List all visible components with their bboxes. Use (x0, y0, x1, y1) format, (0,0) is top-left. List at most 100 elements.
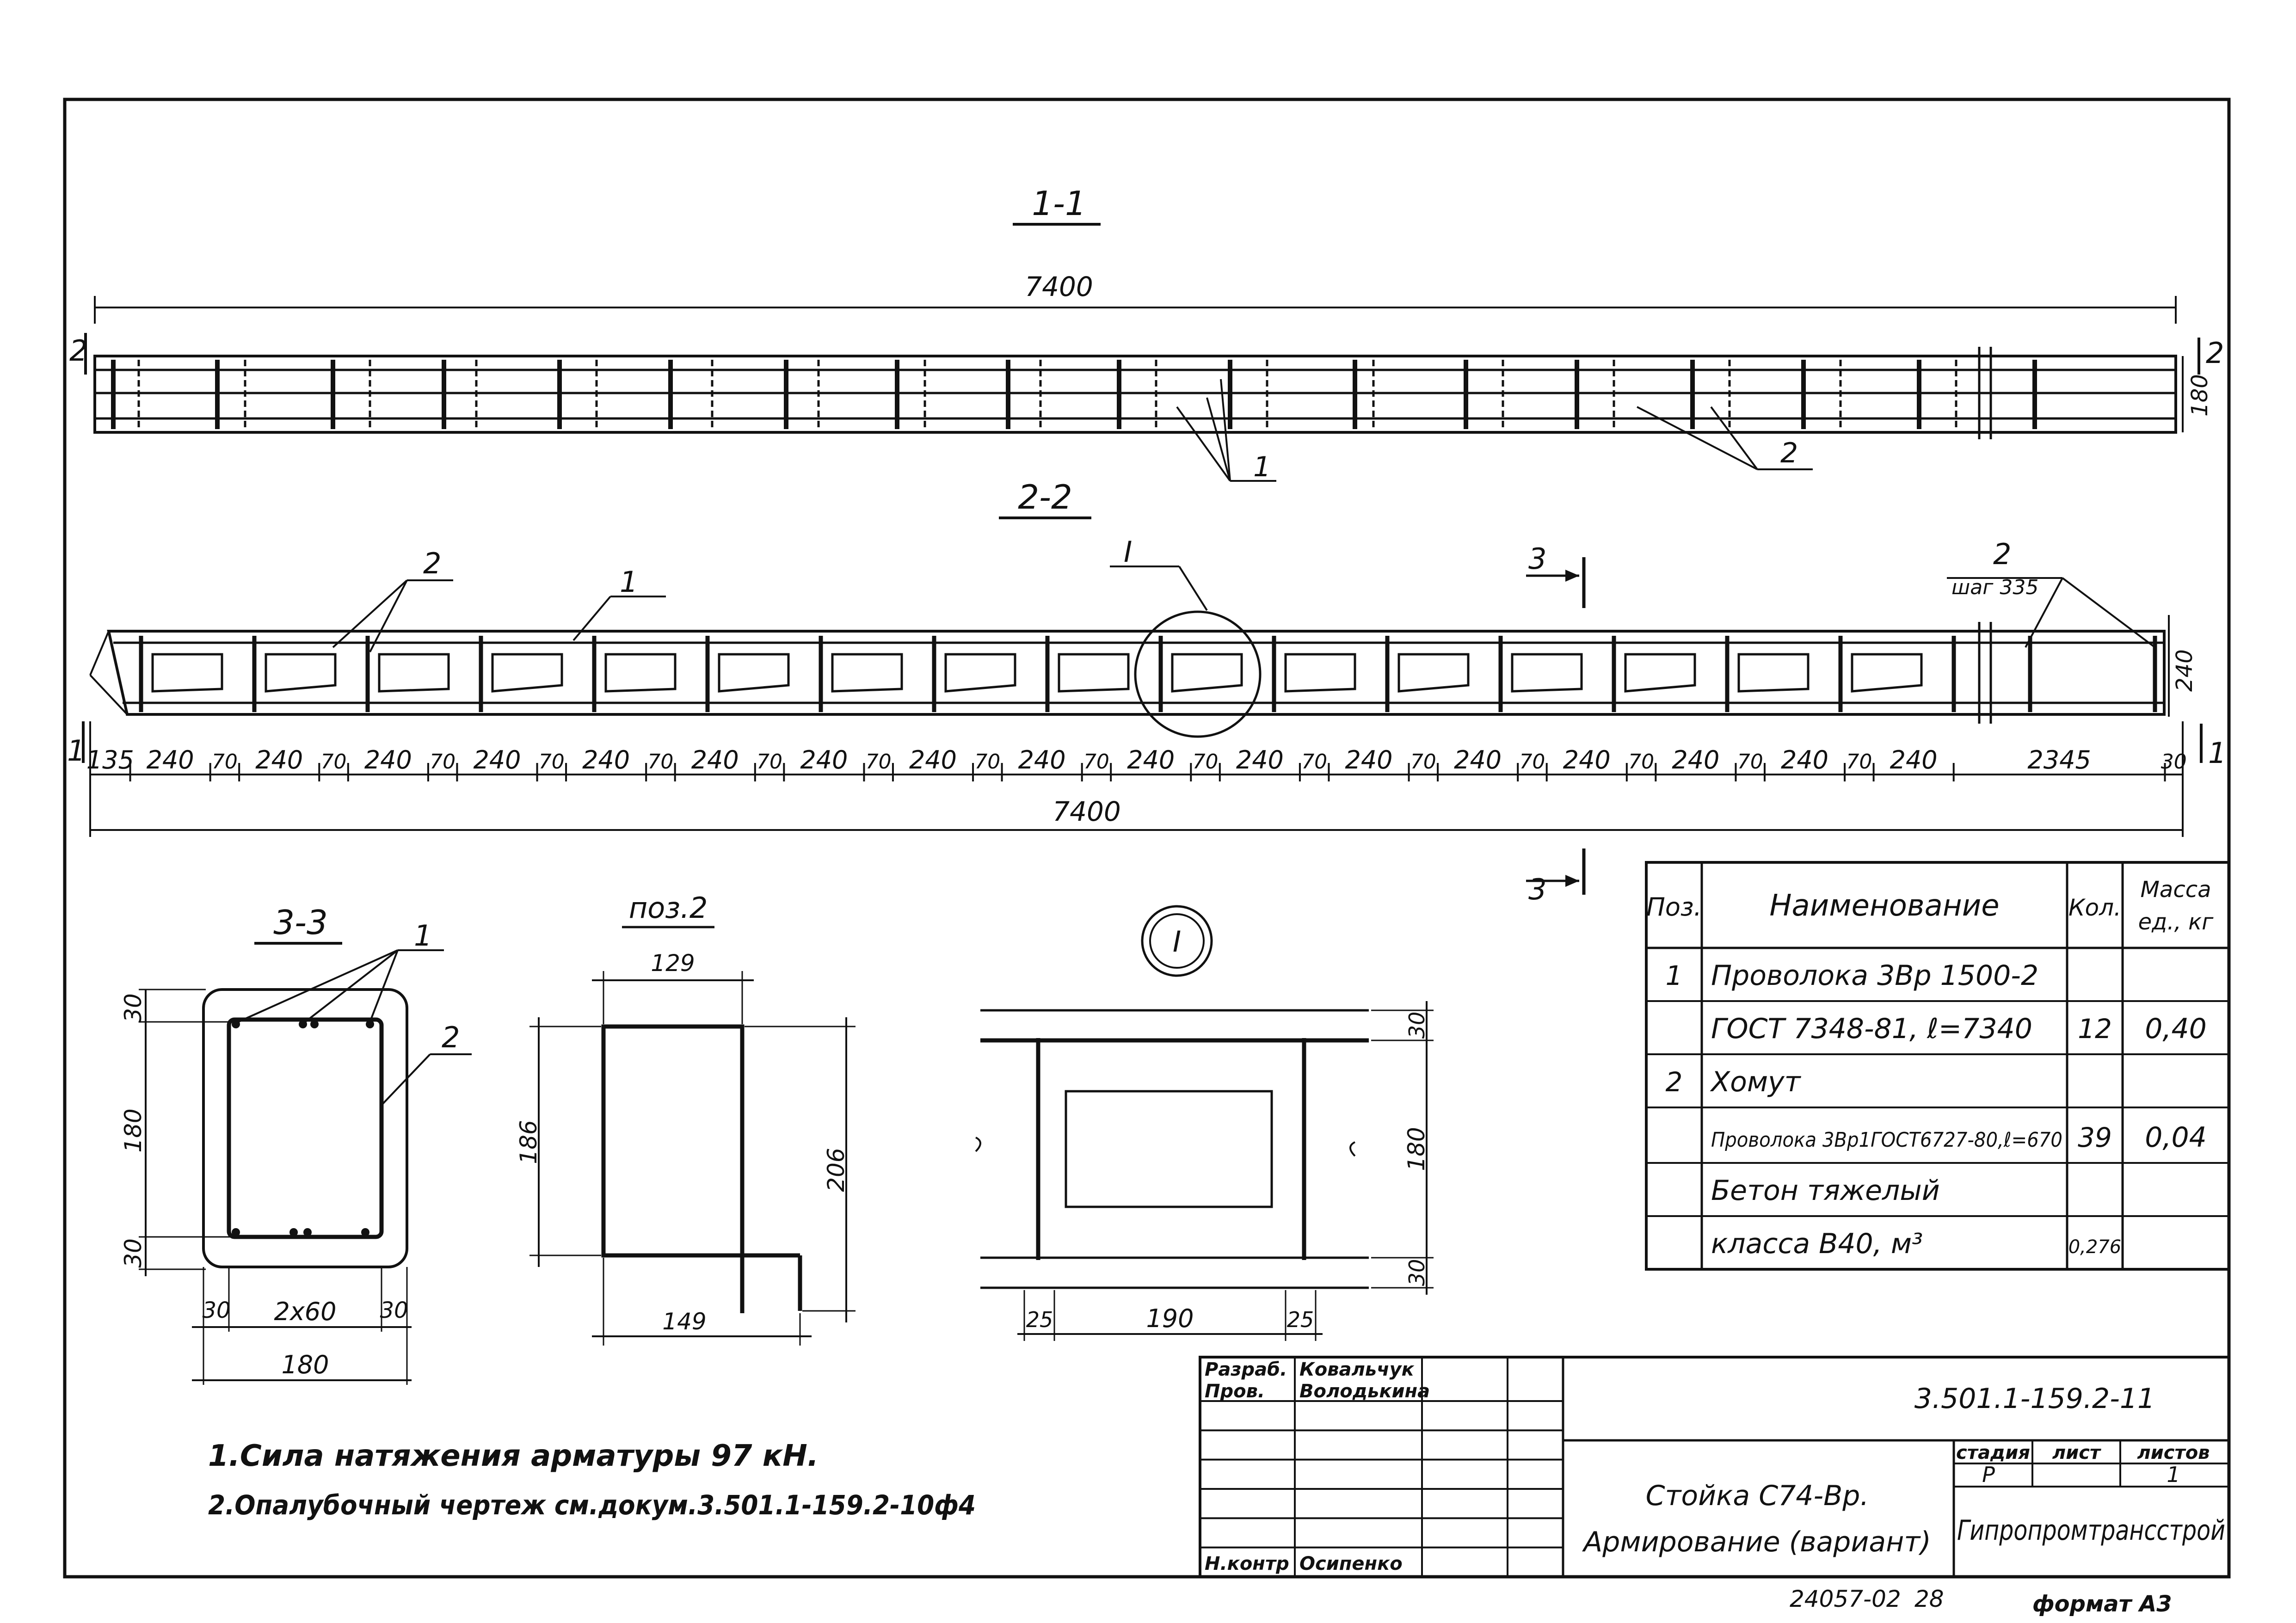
section-2-2-pos2-right: 2 (1993, 537, 2011, 571)
node-dim-30b: 30 (1404, 1259, 1429, 1286)
node-dim-b25b: 25 (1287, 1307, 1314, 1332)
section-2-2-right-mark: 1 (2208, 736, 2226, 770)
section-2-2-node-label: I (1124, 535, 1132, 569)
dim-value: 240 (1454, 745, 1502, 775)
footer-format: формат А3 (2032, 1591, 2172, 1617)
dim-value: 240 (1781, 745, 1828, 775)
pos2-title: поз.2 (629, 891, 708, 925)
spec-cell-name: Проволока 3Вр 1500-2 (1711, 959, 2038, 992)
section-2-2-cut3-bottom: 3 (1528, 873, 1546, 906)
section-1-1-pos2: 2 (1780, 437, 1798, 469)
dim-value: 240 (1563, 745, 1611, 775)
tb-title-2: Армирование (вариант) (1582, 1526, 1931, 1558)
section-2-2-pos2: 2 (423, 547, 441, 580)
dim-value: 70 (1846, 750, 1872, 774)
footer-page: 28 (1914, 1586, 1944, 1612)
dim-value: 240 (691, 745, 739, 775)
section-1-1-right-mark: 2 (2206, 336, 2224, 370)
dim-value: 240 (1890, 745, 1938, 775)
dim-value: 240 (255, 745, 303, 775)
spec-cell-mass: 0,40 (2145, 1013, 2207, 1045)
spec-cell-name: Проволока 3Вр1ГОСТ6727-80,ℓ=670 (1711, 1128, 2062, 1152)
window-opening (831, 653, 903, 693)
dim-value: 70 (974, 750, 1000, 774)
spec-cell-qty: 0,276 (2068, 1236, 2122, 1258)
section-1-1-pos1: 1 (1253, 451, 1271, 483)
dim-value: 240 (582, 745, 630, 775)
section-2-2-pos2-right-sub: шаг 335 (1951, 576, 2038, 599)
dim-value: 240 (364, 745, 412, 775)
dim-value: 70 (757, 750, 782, 774)
section-1-1: 1-1 7400 2 2 180 1 2 (69, 184, 2224, 483)
window-opening (1737, 653, 1810, 693)
dim-value: 70 (1519, 750, 1545, 774)
window-opening (604, 653, 677, 693)
dim-value: 240 (800, 745, 848, 775)
section-2-2-title: 2-2 (1018, 478, 1072, 516)
tb-name: Ковальчук (1299, 1359, 1415, 1380)
window-opening (1284, 653, 1356, 693)
window-opening (1511, 653, 1583, 693)
window-opening (151, 653, 223, 693)
dim-value: 240 (1345, 745, 1392, 775)
s33-dim-30a: 30 (120, 993, 147, 1023)
tb-role: Пров. (1205, 1381, 1265, 1402)
dim-value: 70 (1410, 750, 1436, 774)
node-detail: I 30 180 30 25 190 25 (975, 905, 1434, 1341)
spec-cell-mass: 0,04 (2145, 1121, 2207, 1154)
window-opening (944, 653, 1016, 693)
spec-cell-qty: 12 (2078, 1013, 2112, 1045)
dim-value: 70 (647, 750, 673, 774)
note-1: 1.Сила натяжения арматуры 97 кН. (208, 1439, 819, 1473)
node-dim-180: 180 (1403, 1127, 1430, 1171)
dim-value: 70 (1083, 750, 1109, 774)
tb-name: Володькина (1299, 1381, 1430, 1402)
s33-dim-b2x60: 2х60 (274, 1297, 336, 1326)
tb-role: Разраб. (1205, 1359, 1287, 1380)
tb-doc-code: 3.501.1-159.2-11 (1914, 1383, 2155, 1415)
dim-value: 70 (539, 750, 565, 774)
window-opening (1397, 653, 1470, 693)
node-dim-b190: 190 (1146, 1304, 1194, 1333)
dim-value: 70 (1628, 750, 1654, 774)
dim-value: 2345 (2027, 745, 2091, 775)
section-3-3: 3-3 1 2 30 180 30 30 2х60 30 180 (120, 903, 472, 1385)
dim-value: 70 (866, 750, 892, 774)
window-opening (1058, 653, 1130, 693)
spec-cell-pos: 1 (1666, 960, 1683, 991)
pos2-dim-left: 186 (515, 1120, 542, 1164)
section-3-3-pos2: 2 (442, 1021, 460, 1054)
spec-cell-name: Бетон тяжелый (1711, 1174, 1940, 1207)
dim-value: 70 (1737, 750, 1763, 774)
tb-name: Осипенко (1299, 1553, 1403, 1574)
dim-value: 135 (86, 745, 134, 775)
tb-stage-label: стадия (1956, 1442, 2030, 1463)
dim-value: 240 (1236, 745, 1284, 775)
section-2-2-cut3: 3 (1528, 542, 1546, 576)
spec-header-pos: Поз. (1646, 892, 1702, 922)
tb-title-1: Стойка С74-Вр. (1646, 1480, 1869, 1512)
s33-dim-b30a: 30 (202, 1297, 230, 1323)
node-dim-30a: 30 (1404, 1012, 1429, 1039)
node-dim-b25a: 25 (1026, 1307, 1053, 1332)
tb-sheets: 1 (2167, 1462, 2180, 1487)
dim-value: 70 (1301, 750, 1327, 774)
dim-value: 240 (1127, 745, 1175, 775)
tb-role: Н.контр (1205, 1553, 1289, 1574)
dim-value: 240 (1672, 745, 1719, 775)
node-detail-label: I (1173, 925, 1181, 959)
window-opening (1851, 653, 1923, 693)
section-2-2-length: 7400 (1053, 796, 1121, 827)
pos2-detail: поз.2 129 186 206 149 (515, 891, 856, 1346)
spec-header-mass-unit: ед., кг (2138, 909, 2214, 935)
dim-value: 240 (1018, 745, 1066, 775)
s33-dim-30b: 30 (120, 1238, 147, 1268)
spec-header-name: Наименование (1769, 889, 1999, 923)
spec-cell-name: Хомут (1710, 1066, 1802, 1098)
tb-sheets-label: листов (2137, 1442, 2210, 1463)
dim-value: 240 (473, 745, 521, 775)
section-2-2: 2-2 I 1 2 2 шаг 335 3 (67, 478, 2226, 906)
dim-value: 70 (321, 750, 347, 774)
spec-cell-qty: 39 (2078, 1122, 2112, 1153)
spec-cell-name: ГОСТ 7348-81, ℓ=7340 (1711, 1013, 2032, 1045)
